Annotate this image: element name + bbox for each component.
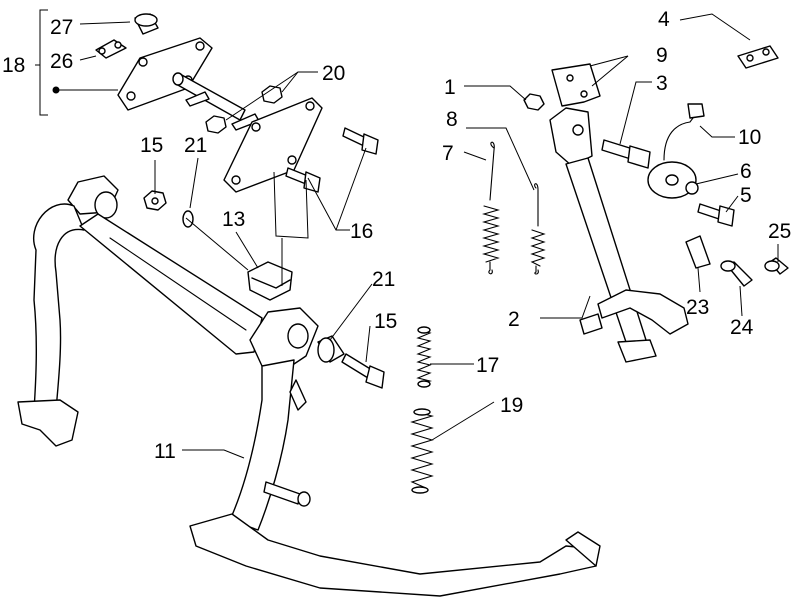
part-24-screw <box>720 260 753 287</box>
part-14-nut <box>143 190 167 211</box>
part-19-spring <box>410 408 435 494</box>
part-4-clip-nut <box>737 45 779 69</box>
part-16-bolt <box>285 127 379 193</box>
callout-labels: 27 26 18 20 15 21 13 16 21 15 17 19 11 1… <box>2 8 791 463</box>
part-17-spring <box>416 326 433 388</box>
callout-19: 19 <box>500 394 523 417</box>
callout-16: 16 <box>350 220 373 243</box>
callout-21: 21 <box>184 134 207 157</box>
callout-23: 23 <box>686 296 709 319</box>
part-2-side-stand <box>549 107 689 363</box>
callout-1: 1 <box>444 76 456 99</box>
callout-26: 26 <box>50 50 73 73</box>
callout-18: 18 <box>2 54 25 77</box>
callout-4: 4 <box>658 8 670 31</box>
part-11-center-stand <box>17 175 601 597</box>
callout-17: 17 <box>476 354 499 377</box>
part-18-mounting-plate <box>117 37 260 131</box>
part-27-bushing <box>134 13 159 35</box>
part-20-nut <box>205 85 283 134</box>
part-26-clip-nut <box>95 39 127 59</box>
callout-7: 7 <box>442 142 454 165</box>
callout-8: 8 <box>446 108 458 131</box>
part-25-screw <box>764 257 789 275</box>
callout-14: 15 <box>140 134 163 157</box>
leader-lines <box>35 9 779 459</box>
part-10-switch <box>647 103 705 199</box>
callout-22: 21 <box>372 268 395 291</box>
part-6-washer <box>685 181 699 195</box>
part-lower-mounting-plate <box>223 97 323 193</box>
callout-9: 9 <box>656 44 668 67</box>
callout-3: 3 <box>656 72 668 95</box>
part-9-tab <box>551 63 601 107</box>
callout-11: 11 <box>154 440 176 463</box>
callout-5: 5 <box>740 184 752 207</box>
part-22-spacer <box>317 335 345 363</box>
callout-2: 2 <box>508 308 520 331</box>
callout-6: 6 <box>740 160 752 183</box>
part-13-bracket <box>247 261 293 301</box>
part-8-spring <box>530 183 546 275</box>
callout-10: 10 <box>738 126 761 149</box>
callout-27: 27 <box>50 16 73 39</box>
part-7-spring <box>481 141 501 275</box>
part-23-clip <box>685 235 711 269</box>
part-1-nut <box>523 93 545 111</box>
callout-24: 24 <box>730 316 754 339</box>
part-15-bolt <box>341 353 385 389</box>
callout-25: 25 <box>768 220 791 243</box>
part-5-bolt <box>697 203 735 227</box>
part-21-washer <box>182 210 194 228</box>
callout-15: 15 <box>374 310 397 333</box>
callout-20: 20 <box>322 62 345 85</box>
callout-13: 13 <box>222 208 245 231</box>
part-3-pivot-bolt <box>601 139 651 169</box>
